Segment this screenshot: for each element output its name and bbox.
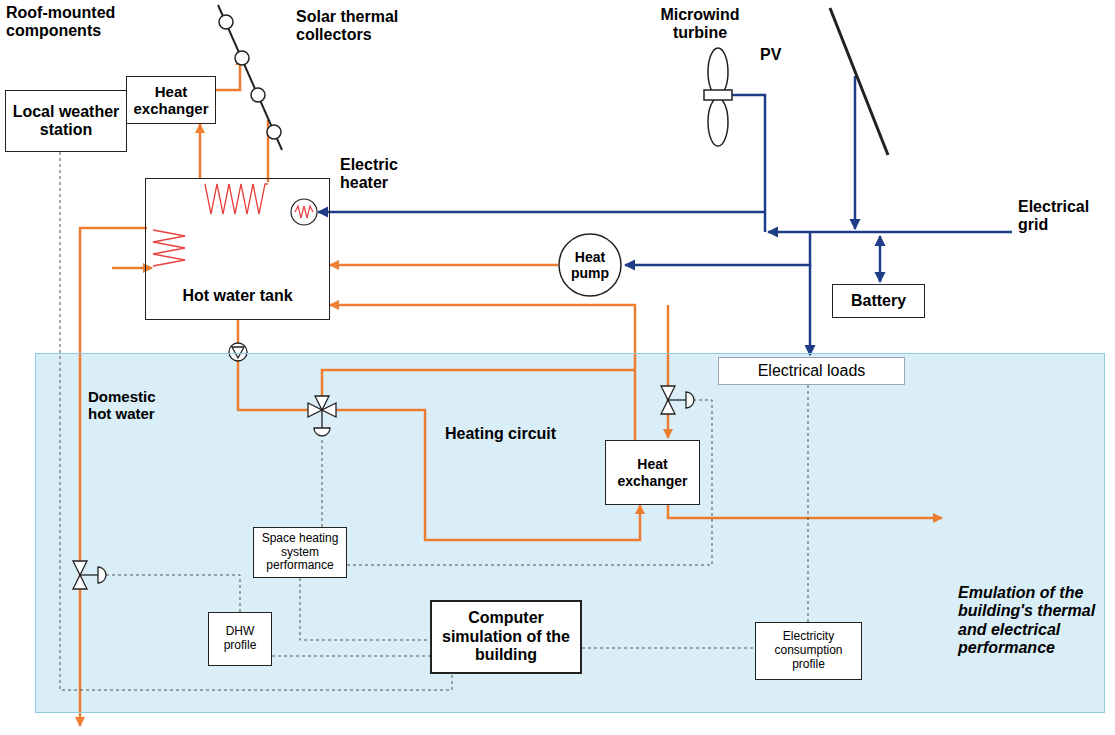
control-signal (106, 575, 240, 612)
heating-coil (153, 230, 185, 266)
pv-panel (830, 8, 888, 155)
weather-station-box: Local weather station (5, 90, 127, 152)
node-label: Local weather station (10, 103, 122, 140)
electrical-wiring (809, 265, 812, 355)
three-way-valve (308, 396, 336, 436)
heat-pump-outline (559, 234, 621, 296)
wind-turbine (708, 98, 728, 146)
profile-box: Electricity consumption profile (755, 622, 862, 680)
three-way-valve (321, 410, 322, 428)
solar-collector (267, 125, 281, 139)
part-label: Microwind turbine (648, 6, 752, 43)
part-label: Domestic hot water (88, 388, 168, 423)
heating-pipes (322, 370, 635, 396)
heating-coil (153, 184, 268, 266)
wind-turbine (708, 48, 728, 96)
part-label: Electrical grid (1018, 198, 1108, 235)
emulation-band: Emulation of the building's thermal and … (35, 353, 1105, 713)
signal-line (272, 656, 430, 657)
dhw-valve (98, 567, 106, 583)
hot-water-tank: Hot water tank (145, 178, 330, 320)
electrical-loads-box: Electrical loads (718, 357, 905, 385)
wind-turbine (704, 90, 732, 100)
solar-collector (235, 51, 249, 65)
dhw-valve (80, 574, 98, 575)
emulation-band-fill (35, 353, 1105, 713)
dhw-valve (73, 575, 87, 589)
solar-loop (214, 56, 268, 182)
electrical-wiring (318, 211, 765, 214)
battery-box: Battery (832, 284, 925, 318)
heating-coil (205, 184, 268, 214)
simulation-box: Computer simulation of the building (430, 600, 582, 674)
control-signal (106, 400, 712, 612)
three-way-valve (315, 396, 329, 410)
two-way-valve (668, 399, 686, 400)
node-label: Computer simulation of the building (436, 609, 576, 664)
part-label: Solar thermal collectors (296, 8, 431, 45)
part-label: PV (760, 46, 800, 64)
circulation-pump (229, 343, 247, 361)
domestic-hot-water-pipe (80, 228, 147, 726)
heating-pipes (668, 505, 942, 518)
two-way-valve (661, 400, 675, 414)
wind-turbine (704, 48, 732, 146)
circulation-pump (229, 343, 247, 361)
signal-line (808, 385, 809, 622)
part-label: Electric heater (340, 156, 432, 193)
node-label: Hot water tank (182, 287, 292, 305)
signal-line (60, 152, 452, 690)
electric-heater-symbol (295, 206, 313, 218)
domestic-hot-water-pipe (112, 267, 152, 270)
heat-exchanger-box: Heat exchanger (605, 440, 700, 505)
solar-collector (218, 5, 282, 150)
two-way-valve (686, 392, 694, 408)
heating-pipes (322, 305, 942, 518)
node-label: DHW profile (213, 625, 267, 653)
node-label: Heat exchanger (610, 456, 695, 488)
solar-collector (251, 88, 265, 102)
electric-heater-symbol (291, 199, 317, 225)
performance-box: Space heating system performance (253, 527, 347, 578)
signal-line (582, 648, 755, 649)
dhw-valve (73, 561, 87, 575)
signal-line (300, 578, 430, 640)
electrical-wiring (318, 76, 1012, 355)
node-label: Electrical loads (758, 362, 866, 380)
profile-box: DHW profile (208, 612, 272, 666)
band-title: Emulation of the building's thermal and … (958, 584, 1103, 658)
part-label: Heating circuit (445, 425, 585, 443)
heat-exchanger-box: Heat exchanger (126, 76, 216, 124)
node-label: Space heating system performance (258, 532, 342, 573)
part-label: Roof-mounted components (6, 4, 156, 41)
heat-pump-circle: Heat pump (558, 233, 622, 297)
control-signal (322, 438, 323, 527)
solar-collector (219, 15, 233, 29)
node-label: Heat pump (562, 249, 618, 281)
electric-heater-symbol (291, 199, 317, 225)
water-pipe (330, 305, 635, 440)
water-pipe (199, 124, 202, 178)
electrical-wiring (768, 231, 1012, 234)
water-pipe (330, 264, 558, 267)
node-label: Heat exchanger (131, 83, 211, 118)
electrical-wiring (879, 236, 882, 282)
dhw-valve (73, 561, 106, 589)
two-way-valve (661, 386, 675, 400)
node-label: Electricity consumption profile (760, 630, 857, 671)
electrical-wiring (625, 232, 810, 265)
node-label: Battery (851, 292, 906, 310)
solar-collector (218, 5, 282, 150)
three-way-valve (314, 428, 330, 436)
electrical-wiring (854, 76, 857, 229)
heating-pipes (667, 305, 670, 438)
domestic-hot-water-pipe (80, 228, 152, 726)
two-way-valve (661, 386, 694, 414)
